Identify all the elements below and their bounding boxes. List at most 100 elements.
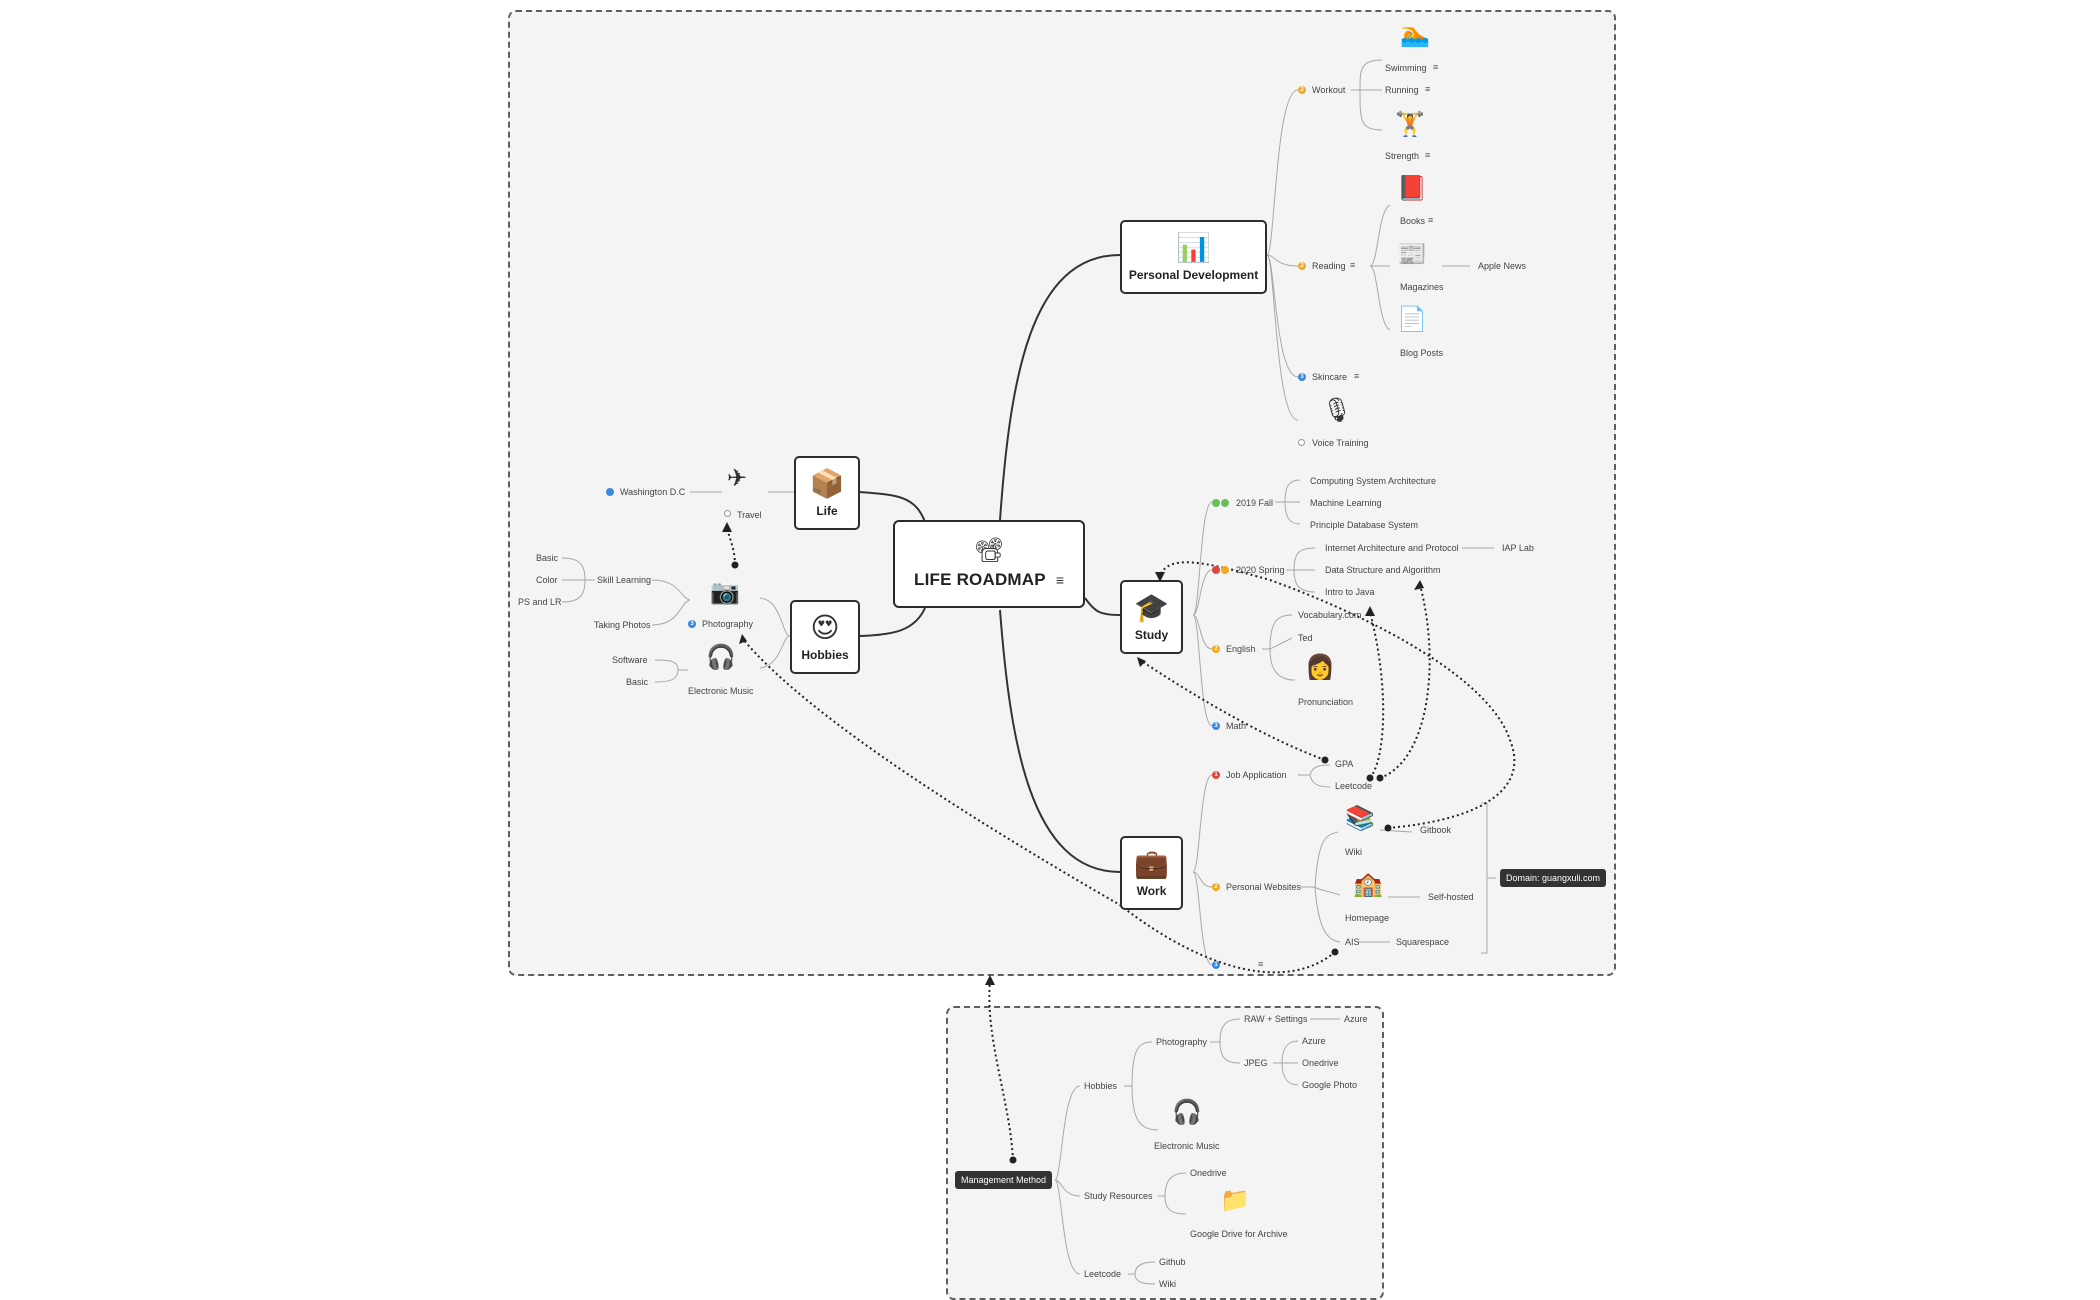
item-data-structure[interactable]: Data Structure and Algorithm xyxy=(1325,565,1441,575)
relation-management-main xyxy=(988,979,1014,1161)
relation-ais-photography xyxy=(741,637,1336,974)
connector-work-ais xyxy=(1192,871,1213,966)
subtopic-math[interactable]: Math xyxy=(1226,721,1247,731)
central-topic[interactable]: 📽 LIFE ROADMAP ≡ xyxy=(893,520,1085,608)
item-pronunciation[interactable]: Pronunciation xyxy=(1298,697,1354,707)
notes-icon[interactable]: ≡ xyxy=(1425,84,1431,94)
topic-work[interactable]: 💼 Work xyxy=(1120,836,1183,910)
item-books[interactable]: Books xyxy=(1400,216,1426,226)
item-swimming[interactable]: Swimming xyxy=(1385,63,1427,73)
management-method-tag[interactable]: Management Method xyxy=(955,1171,1053,1189)
connector-workout-items xyxy=(1351,59,1383,131)
subtopic-2019-fall[interactable]: 2019 Fall xyxy=(1236,498,1274,508)
connector-pd-voice xyxy=(1266,254,1299,421)
connector-work-job xyxy=(1192,774,1213,873)
item-intro-to-java[interactable]: Intro to Java xyxy=(1325,587,1375,597)
item-gitbook[interactable]: Gitbook xyxy=(1420,825,1452,835)
connector-job-items xyxy=(1298,764,1331,788)
item-ted[interactable]: Ted xyxy=(1298,633,1313,643)
mgmt-raw-azure[interactable]: Azure xyxy=(1344,1014,1368,1024)
mgmt-photography[interactable]: Photography xyxy=(1156,1037,1208,1047)
connector-central-personal-dev xyxy=(999,254,1121,521)
star-icon xyxy=(1221,566,1229,574)
item-running[interactable]: Running xyxy=(1385,85,1419,95)
topic-hobbies[interactable]: 😍 Hobbies xyxy=(790,600,860,674)
mgmt-onedrive[interactable]: Onedrive xyxy=(1190,1168,1227,1178)
item-gpa[interactable]: GPA xyxy=(1335,759,1354,769)
check-icon xyxy=(1221,499,1229,507)
mgmt-leetcode[interactable]: Leetcode xyxy=(1084,1269,1122,1279)
item-homepage[interactable]: Homepage xyxy=(1345,913,1390,923)
item-washington-dc[interactable]: Washington D.C xyxy=(620,487,686,497)
mgmt-jpeg-azure[interactable]: Azure xyxy=(1302,1036,1326,1046)
item-squarespace[interactable]: Squarespace xyxy=(1396,937,1450,947)
item-principle-database-system[interactable]: Principle Database System xyxy=(1310,520,1419,530)
priority-2-icon: 2 xyxy=(1212,883,1220,891)
notes-icon[interactable]: ≡ xyxy=(1425,150,1431,160)
notes-icon[interactable]: ≡ xyxy=(1354,371,1360,381)
mgmt-electronic-music[interactable]: Electronic Music xyxy=(1154,1141,1220,1151)
connector-wiki-gitbook xyxy=(1379,829,1413,833)
connector-photography-skill xyxy=(651,579,691,626)
summary-bracket xyxy=(1481,802,1496,954)
subtopic-2020-spring[interactable]: 2020 Spring xyxy=(1236,565,1285,575)
notes-icon[interactable]: ≡ xyxy=(1428,215,1434,225)
notes-icon[interactable]: ≡ xyxy=(1350,260,1356,270)
notes-icon[interactable]: ≡ xyxy=(1055,572,1064,588)
item-machine-learning[interactable]: Machine Learning xyxy=(1310,498,1382,508)
connector-study-math xyxy=(1192,614,1213,727)
connector-study-res-items xyxy=(1158,1172,1187,1215)
topic-label: Personal Development xyxy=(1128,268,1259,282)
notes-icon[interactable]: ≡ xyxy=(1258,959,1264,969)
connector-mhobbies-items xyxy=(1124,1041,1159,1131)
item-magazines[interactable]: Magazines xyxy=(1400,282,1444,292)
item-software[interactable]: Software xyxy=(612,655,648,665)
summary-domain-tag[interactable]: Domain: guangxuli.com xyxy=(1500,869,1607,887)
item-strength[interactable]: Strength xyxy=(1385,151,1420,161)
priority-1-icon: 1 xyxy=(1212,961,1220,969)
camera-icon: 📷 xyxy=(710,579,740,606)
mgmt-google-drive[interactable]: Google Drive for Archive xyxy=(1190,1229,1288,1239)
item-self-hosted[interactable]: Self-hosted xyxy=(1428,892,1474,902)
connector-study-fall xyxy=(1192,501,1213,616)
topic-personal-development[interactable]: 📊 Personal Development xyxy=(1120,220,1267,294)
mgmt-raw-settings[interactable]: RAW + Settings xyxy=(1244,1014,1308,1024)
item-color[interactable]: Color xyxy=(536,575,558,585)
item-ais[interactable]: AIS xyxy=(1345,937,1360,947)
mgmt-github[interactable]: Github xyxy=(1159,1257,1186,1267)
mgmt-hobbies[interactable]: Hobbies xyxy=(1084,1081,1118,1091)
topic-life[interactable]: 📦 Life xyxy=(794,456,860,530)
connector-skill-items xyxy=(561,557,595,603)
notes-icon[interactable]: ≡ xyxy=(1433,62,1439,72)
subtopic-job-application[interactable]: Job Application xyxy=(1226,770,1287,780)
subtopic-reading[interactable]: Reading xyxy=(1312,261,1346,271)
item-basic[interactable]: Basic xyxy=(536,553,559,563)
item-wiki[interactable]: Wiki xyxy=(1345,847,1362,857)
item-internet-architecture[interactable]: Internet Architecture and Protocol xyxy=(1325,543,1459,553)
subtopic-workout[interactable]: Workout xyxy=(1312,85,1346,95)
item-vocabulary[interactable]: Vocabulary.com xyxy=(1298,610,1362,620)
mgmt-jpeg[interactable]: JPEG xyxy=(1244,1058,1268,1068)
item-computing-system-architecture[interactable]: Computing System Architecture xyxy=(1310,476,1437,486)
subtopic-voice-training[interactable]: Voice Training xyxy=(1312,438,1369,448)
subtopic-photography[interactable]: Photography xyxy=(702,619,754,629)
item-apple-news[interactable]: Apple News xyxy=(1478,261,1527,271)
item-taking-photos[interactable]: Taking Photos xyxy=(594,620,651,630)
subtopic-skincare[interactable]: Skincare xyxy=(1312,372,1348,382)
topic-study[interactable]: 🎓 Study xyxy=(1120,580,1183,654)
mgmt-jpeg-google-photo[interactable]: Google Photo xyxy=(1302,1080,1358,1090)
mgmt-wiki[interactable]: Wiki xyxy=(1159,1279,1176,1289)
mgmt-study-resources[interactable]: Study Resources xyxy=(1084,1191,1153,1201)
subtopic-travel[interactable]: Travel xyxy=(737,510,762,520)
item-leetcode[interactable]: Leetcode xyxy=(1335,781,1373,791)
item-basic-music[interactable]: Basic xyxy=(626,677,649,687)
item-blog-posts[interactable]: Blog Posts xyxy=(1400,348,1444,358)
item-iap-lab[interactable]: IAP Lab xyxy=(1502,543,1534,553)
check-icon xyxy=(606,488,614,496)
item-ps-lr[interactable]: PS and LR xyxy=(518,597,562,607)
mgmt-jpeg-onedrive[interactable]: Onedrive xyxy=(1302,1058,1339,1068)
subtopic-english[interactable]: English xyxy=(1226,644,1256,654)
subtopic-personal-websites[interactable]: Personal Websites xyxy=(1226,882,1301,892)
item-skill-learning[interactable]: Skill Learning xyxy=(597,575,652,585)
subtopic-electronic-music[interactable]: Electronic Music xyxy=(688,686,754,696)
